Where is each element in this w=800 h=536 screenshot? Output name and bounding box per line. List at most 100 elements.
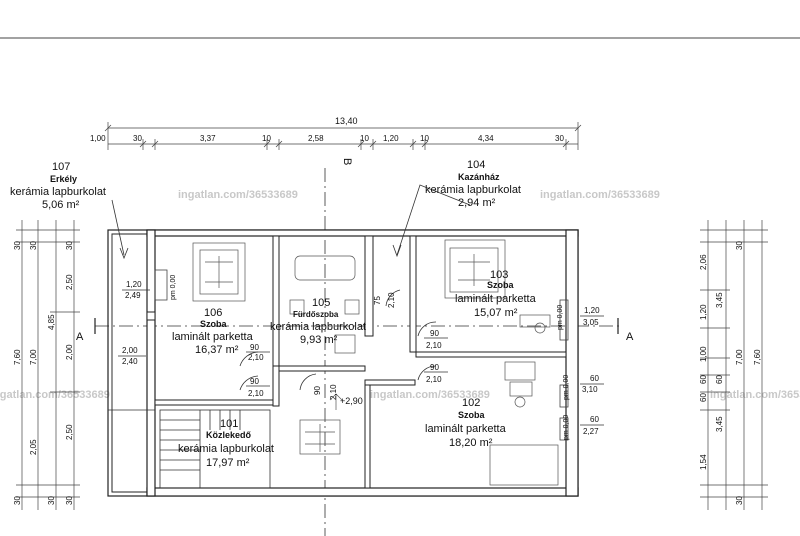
room-name: Szoba [458, 410, 485, 420]
dim-left: 2,00 [65, 344, 74, 360]
door-width: 75 [373, 296, 382, 305]
dim-right: 1,54 [699, 454, 708, 470]
door-width: 90 [250, 377, 259, 386]
dim-left: 30 [13, 241, 22, 250]
sill-height: pm 0,00 [563, 415, 570, 440]
furniture [192, 239, 559, 486]
dim-seg: 2,58 [308, 134, 324, 143]
room-area: 18,20 m² [449, 437, 493, 449]
dim-seg: 10 [420, 134, 429, 143]
opening-width: 2,00 [122, 346, 138, 355]
dim-left: 7,60 [13, 349, 22, 365]
stairs [159, 409, 271, 489]
door-width: 90 [250, 343, 259, 352]
watermark: ingatlan.com/36533689 [540, 189, 660, 201]
opening-height: 2,40 [122, 357, 138, 366]
dim-left: 7,00 [29, 349, 38, 365]
door-height: 2,10 [248, 353, 264, 362]
room-floor: kerámia lapburkolat [425, 184, 521, 196]
section-a-right: A [626, 331, 634, 343]
room-107: 107 Erkély kerámia lapburkolat 5,06 m² [10, 161, 106, 211]
room-number: 107 [52, 161, 70, 173]
dim-left: 2,05 [29, 439, 38, 455]
room-103: 103 Szoba laminált parketta 15,07 m² [455, 269, 537, 319]
room-number: 104 [467, 159, 485, 171]
dim-left: 30 [65, 241, 74, 250]
room-floor: laminált parketta [425, 423, 507, 435]
dim-right: 7,60 [753, 349, 762, 365]
door-height: 2,10 [329, 384, 338, 400]
dim-right: 1,20 [699, 304, 708, 320]
dim-total-width: 13,40 [335, 116, 358, 126]
dim-left: 30 [13, 496, 22, 505]
room-name: Szoba [487, 280, 514, 290]
top-dimensions: 13,40 1,00 30 3,37 10 2,58 10 1,20 10 4,… [90, 116, 582, 150]
dim-right: 1,00 [699, 346, 708, 362]
dim-left: 2,50 [65, 274, 74, 290]
room-area: 5,06 m² [42, 199, 80, 211]
room-number: 103 [490, 269, 508, 281]
window-width: 1,20 [584, 306, 600, 315]
watermark: ingatlan.com/36533689 [0, 389, 110, 401]
room-floor: laminált parketta [455, 293, 537, 305]
door-width: 90 [313, 386, 322, 395]
door-height: 2,10 [426, 341, 442, 350]
window-height: 3,05 [583, 318, 599, 327]
dim-right: 7,00 [735, 349, 744, 365]
dim-seg: 30 [555, 134, 564, 143]
dim-right: 2,06 [699, 254, 708, 270]
section-markers: A A B [76, 158, 634, 536]
level-mark: +2,90 [340, 396, 363, 406]
sill-height: pm 0,00 [557, 305, 564, 330]
dim-left: 30 [29, 241, 38, 250]
dim-left: 30 [65, 496, 74, 505]
dim-right: 60 [699, 393, 708, 402]
opening-height: 2,49 [125, 291, 141, 300]
door-height: 2,10 [248, 389, 264, 398]
dim-right: 60 [715, 375, 724, 384]
room-number: 106 [204, 307, 222, 319]
room-name: Szoba [200, 319, 227, 329]
dim-seg: 10 [262, 134, 271, 143]
room-floor: kerámia lapburkolat [270, 321, 366, 333]
section-b-top: B [341, 158, 353, 165]
room-floor: kerámia lapburkolat [10, 186, 106, 198]
door-height: 2,10 [426, 375, 442, 384]
opening-annotations: 1,20 2,49 pm 0,00 2,00 2,40 90 2,10 90 2… [118, 275, 604, 440]
dim-seg: 1,20 [383, 134, 399, 143]
room-105: 105 Fürdőszoba kerámia lapburkolat 9,93 … [270, 297, 366, 346]
room-102: 102 Szoba laminált parketta 18,20 m² [425, 397, 507, 449]
right-dimensions: 2,06 3,45 1,20 1,00 60 60 60 3,45 1,54 7… [699, 220, 768, 510]
left-dimensions: 30 7,60 30 7,00 2,05 30 30 30 2,50 4,85 … [13, 220, 80, 510]
watermark: ingatlan.com/36533689 [370, 389, 490, 401]
window-width: 60 [590, 374, 599, 383]
section-a-left: A [76, 331, 84, 343]
dim-seg: 3,37 [200, 134, 216, 143]
door-height: 2,10 [387, 292, 396, 308]
room-106: 106 Szoba laminált parketta 16,37 m² [172, 307, 254, 356]
door-width: 90 [430, 329, 439, 338]
room-number: 102 [462, 397, 480, 409]
dim-left: 4,85 [47, 314, 56, 330]
sill-height: pm 0,00 [563, 375, 570, 400]
room-floor: laminált parketta [172, 331, 254, 343]
dim-seg: 30 [133, 134, 142, 143]
window-height: 2,27 [583, 427, 599, 436]
dim-seg: 1,00 [90, 134, 106, 143]
room-area: 17,97 m² [206, 457, 250, 469]
room-area: 16,37 m² [195, 344, 239, 356]
dim-right: 3,45 [715, 416, 724, 432]
watermark: ingatlan.com/36533689 [178, 189, 298, 201]
doors [239, 289, 437, 391]
room-name: Erkély [50, 174, 77, 184]
walls [107, 229, 579, 497]
room-floor: kerámia lapburkolat [178, 443, 274, 455]
dim-seg: 4,34 [478, 134, 494, 143]
dim-right: 30 [735, 496, 744, 505]
room-area: 9,93 m² [300, 334, 338, 346]
window-width: 60 [590, 415, 599, 424]
room-101: 101 Közlekedő kerámia lapburkolat 17,97 … [178, 418, 274, 469]
leader-lines [111, 184, 471, 260]
room-number: 101 [220, 418, 238, 430]
dim-left: 30 [47, 496, 56, 505]
